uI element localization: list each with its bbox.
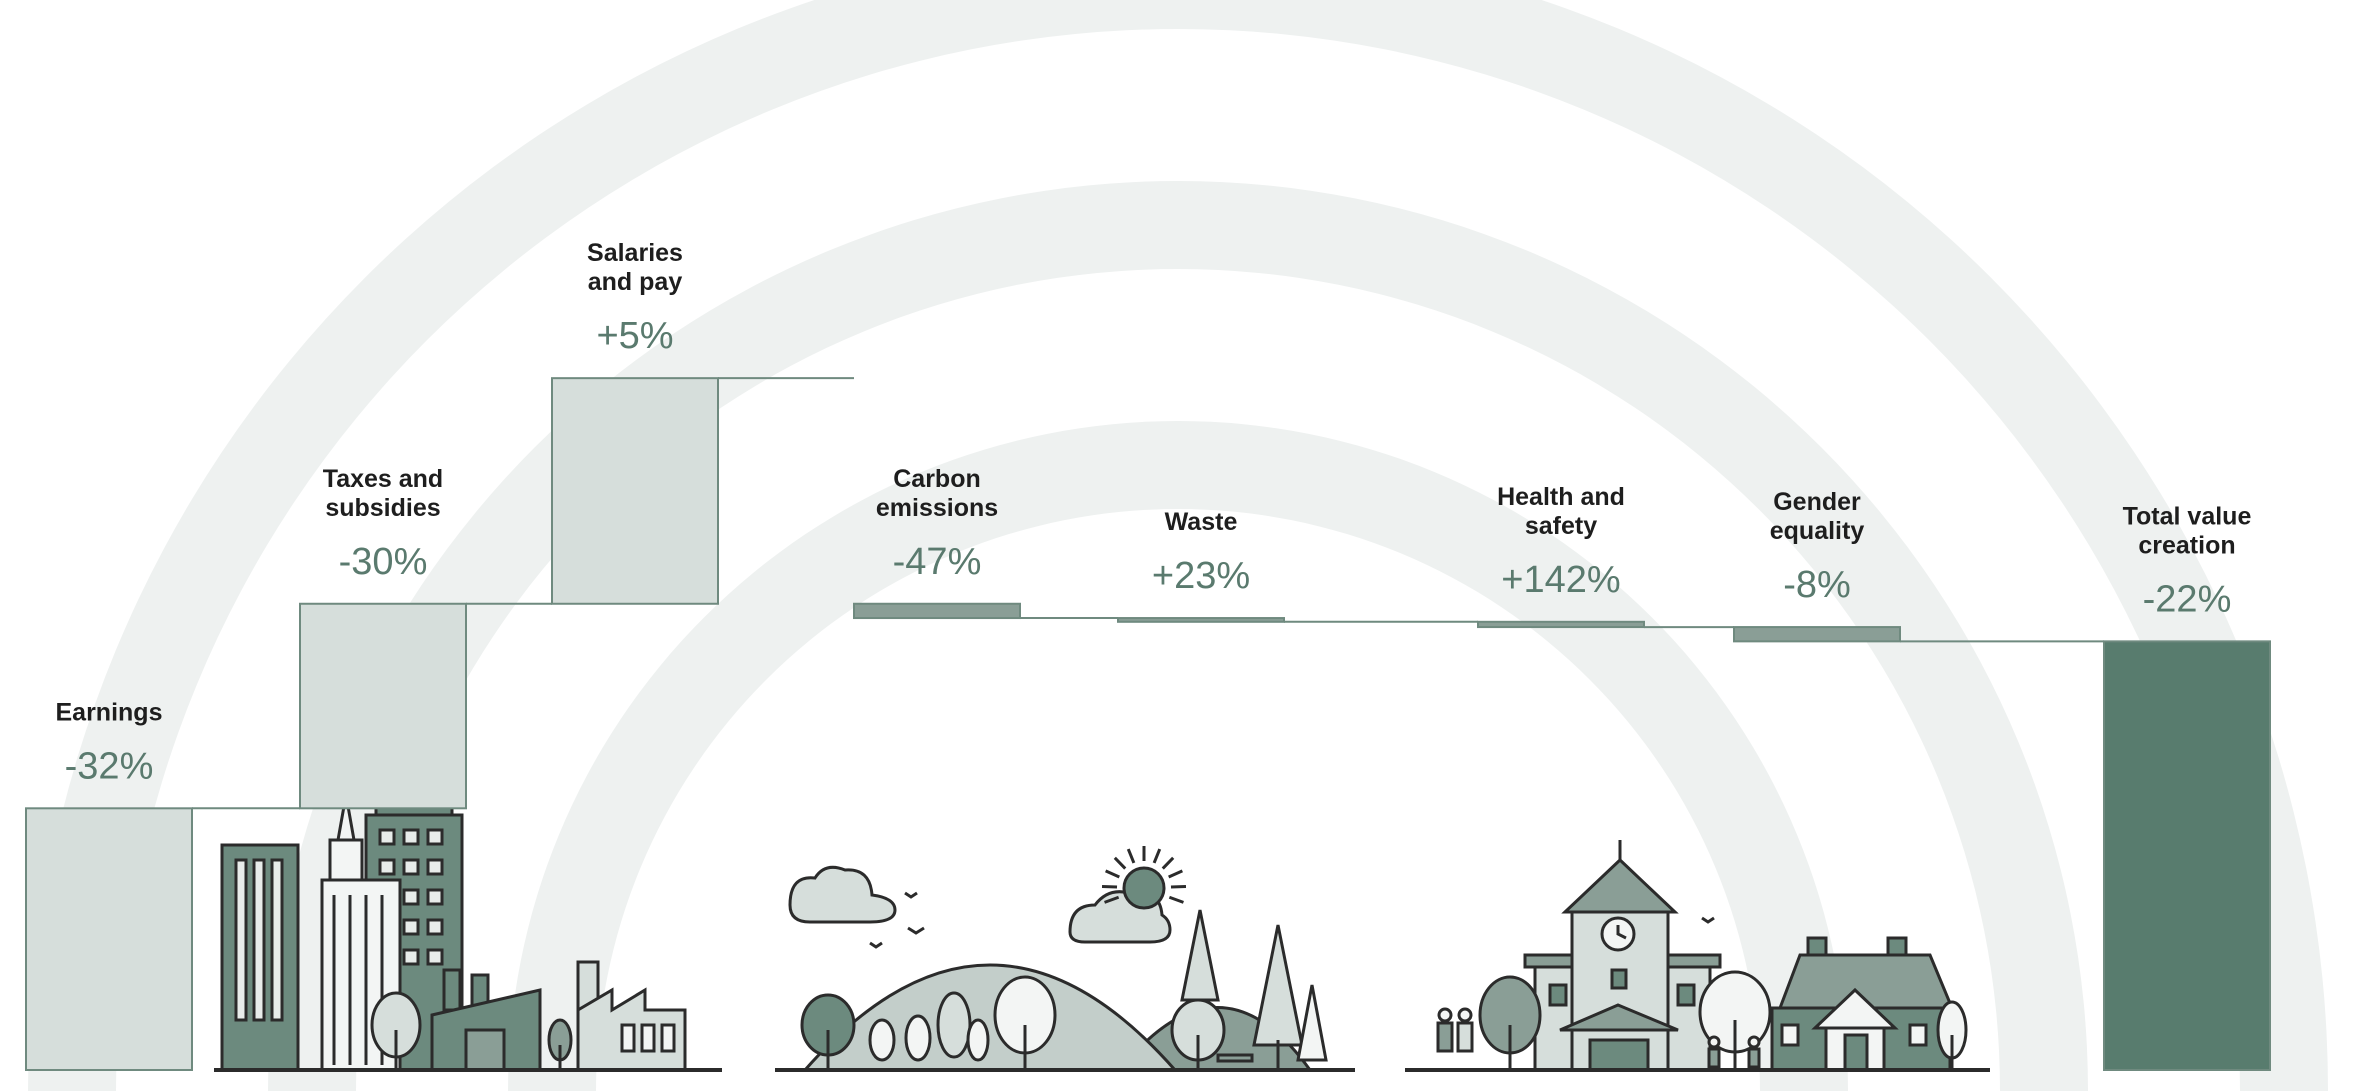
tree-icon (370, 991, 573, 1070)
factory-icon (214, 960, 722, 1072)
bar-6 (1733, 626, 1901, 643)
bar-0 (25, 807, 193, 1072)
house-icon (1770, 936, 1955, 1072)
bar-7 (2103, 640, 2271, 1071)
value-label: -32% (65, 745, 154, 787)
bar-2 (551, 377, 719, 605)
category-label: creation (2138, 531, 2235, 559)
category-label: Earnings (56, 698, 163, 726)
waterfall-bars (25, 377, 2271, 1072)
sun-ray (1101, 885, 1118, 889)
city-skyline-icon (220, 794, 464, 1072)
background-arcs (28, 0, 2328, 1091)
background-arc (508, 421, 1848, 1091)
category-label: Taxes and (323, 465, 443, 493)
category-label: Carbon (893, 465, 981, 493)
hills-trees-icon (775, 909, 1355, 1072)
bar-3 (853, 602, 1021, 620)
sun-ray (1170, 885, 1187, 889)
category-label: safety (1525, 512, 1597, 540)
category-label: equality (1770, 517, 1865, 545)
value-label: +142% (1501, 559, 1620, 601)
category-label: Health and (1497, 483, 1625, 511)
value-label: +23% (1152, 555, 1250, 597)
tree-icon (1478, 970, 1968, 1070)
sun-ray (1152, 848, 1162, 864)
sun-ray (1161, 856, 1175, 870)
connector-lines (192, 377, 2104, 810)
sun-ray (1113, 856, 1127, 870)
people-icon (1405, 1007, 1990, 1072)
bar-1 (299, 602, 467, 810)
school-building-icon (1523, 840, 1722, 1072)
sun-ray (1105, 869, 1120, 879)
value-label: -47% (893, 541, 982, 583)
cloud-icon (788, 865, 1172, 944)
sun-ray (1168, 869, 1183, 879)
category-label: emissions (876, 494, 998, 522)
bar-5 (1477, 620, 1645, 629)
value-label: -30% (339, 541, 428, 583)
category-label: and pay (588, 268, 683, 296)
value-label: -8% (1783, 564, 1851, 606)
bar-4 (1117, 617, 1285, 623)
sun-ray (1104, 895, 1120, 904)
category-label: Total value (2123, 502, 2252, 530)
birds-icon (869, 891, 1715, 949)
category-label: subsidies (325, 494, 440, 522)
value-label: +5% (596, 315, 673, 357)
sun-ray (1126, 848, 1136, 864)
category-label: Salaries (587, 239, 683, 267)
sun-ray (1168, 895, 1184, 904)
value-label: -22% (2143, 578, 2232, 620)
sun-icon (1101, 846, 1187, 910)
category-label: Gender (1773, 488, 1861, 516)
category-label: Waste (1165, 508, 1238, 536)
